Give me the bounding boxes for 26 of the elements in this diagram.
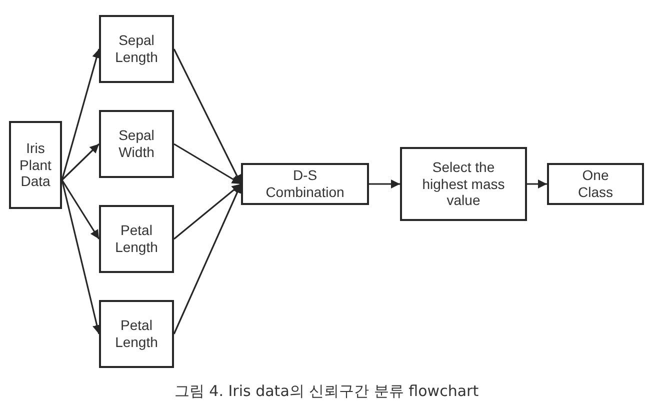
arrow	[174, 143, 242, 185]
process-box	[99, 205, 174, 273]
arrow	[527, 180, 547, 188]
box-label: Petal Length	[114, 222, 159, 256]
process-box	[400, 147, 527, 221]
box-label: D-S Combination	[264, 167, 346, 201]
box-label: Select the highest mass value	[421, 158, 506, 210]
process-box	[547, 163, 644, 205]
box-label: Iris Plant Data	[18, 140, 52, 190]
process-box	[241, 163, 369, 205]
process-box	[99, 300, 174, 368]
arrow	[61, 48, 101, 180]
box-label: One Class	[576, 167, 614, 201]
arrow	[173, 48, 242, 184]
box-label: Sepal Width	[118, 127, 156, 161]
figure-caption: 그림 4. Iris data의 신뢰구간 분류 flowchart	[174, 382, 479, 401]
process-box	[99, 110, 174, 178]
process-box	[99, 15, 174, 83]
arrow	[369, 180, 400, 188]
arrow	[61, 143, 100, 181]
arrow	[174, 183, 242, 240]
arrow	[61, 180, 100, 240]
box-label: Petal Length	[114, 317, 159, 351]
box-label: Sepal Length	[114, 32, 159, 66]
arrow	[173, 184, 242, 334]
process-box	[9, 121, 62, 209]
